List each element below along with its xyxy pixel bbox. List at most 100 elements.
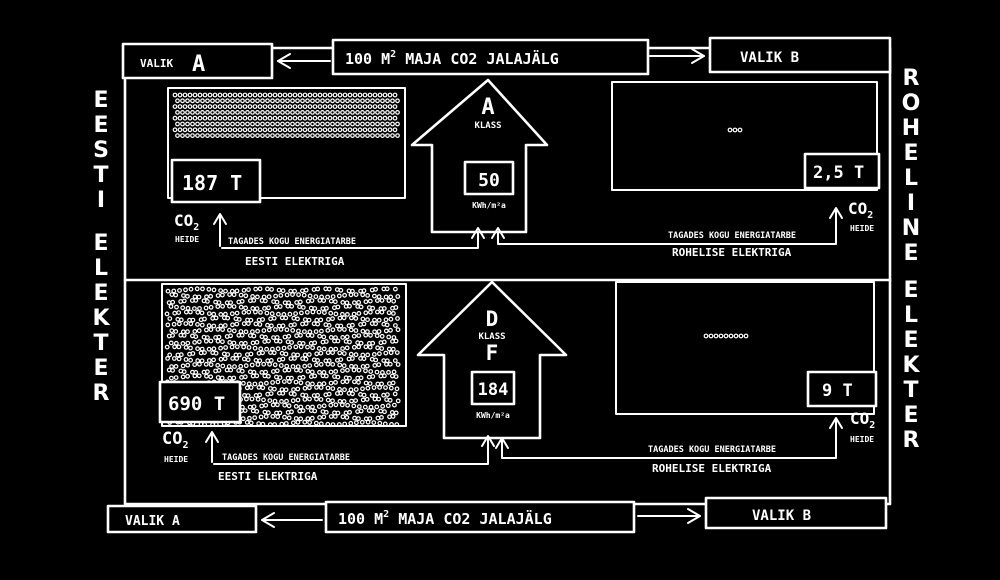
co2-dot: [205, 133, 210, 139]
co2-dot: [350, 133, 355, 139]
co2-dot: [334, 287, 340, 293]
co2-dot: [294, 300, 300, 305]
co2-dot: [316, 346, 322, 351]
co2-dot: [384, 397, 390, 403]
side-label-letter: T: [93, 331, 109, 356]
co2-dot: [381, 392, 387, 398]
co2-dot: [373, 286, 379, 292]
co2-dot: [352, 115, 358, 121]
co2-dot: [370, 340, 376, 346]
co2-dot: [248, 385, 254, 390]
co2-dot: [265, 133, 270, 139]
co2-dot: [290, 133, 295, 139]
upper-right-co2: CO2: [848, 199, 873, 221]
co2-dot: [293, 311, 299, 317]
co2-dot: [277, 92, 283, 98]
co2-dot: [365, 121, 370, 127]
co2-dot: [300, 133, 305, 139]
co2-dot: [275, 98, 280, 104]
co2-dot: [266, 373, 271, 379]
co2-dot: [388, 350, 394, 356]
co2-dot: [220, 327, 226, 333]
co2-dot: [380, 121, 385, 127]
co2-dot: [285, 303, 291, 309]
co2-dot: [386, 298, 392, 304]
co2-dot: [257, 392, 263, 398]
upper-left-connector-head: [471, 227, 485, 239]
co2-dot: [247, 104, 253, 109]
co2-dot: [293, 379, 299, 385]
co2-dot: [305, 298, 311, 304]
co2-dot: [197, 115, 203, 121]
lower-right-co2-dots: [703, 333, 749, 339]
co2-dot: [390, 121, 395, 127]
side-label-letter: [896, 266, 926, 278]
co2-dot: [323, 373, 329, 379]
co2-dot: [205, 98, 210, 104]
co2-dot: [328, 298, 334, 304]
co2-dot: [247, 127, 253, 133]
co2-dot: [367, 127, 373, 133]
co2-dot: [167, 352, 173, 358]
co2-dot: [168, 340, 174, 346]
co2-dot: [227, 127, 233, 133]
co2-dot: [384, 286, 390, 292]
co2-dot: [282, 367, 288, 373]
co2-dot: [365, 385, 371, 391]
co2-dot: [289, 303, 295, 309]
co2-dot: [266, 305, 272, 311]
co2-dot: [212, 104, 218, 109]
co2-dot: [238, 341, 244, 346]
co2-dot: [197, 127, 203, 133]
co2-dot: [323, 339, 329, 344]
co2-dot: [292, 322, 297, 328]
co2-dot: [177, 127, 183, 133]
co2-dot: [364, 396, 370, 402]
co2-dot: [738, 333, 744, 339]
co2-dot: [232, 104, 238, 109]
co2-dot: [318, 350, 324, 356]
co2-dot: [212, 115, 218, 121]
co2-dot: [280, 390, 286, 396]
co2-dot: [234, 356, 240, 361]
co2-dot: [348, 420, 354, 426]
co2-dot: [168, 304, 174, 309]
co2-dot: [733, 333, 739, 339]
co2-dot: [286, 333, 292, 339]
co2-dot: [271, 369, 276, 374]
co2-dot: [281, 379, 287, 385]
co2-dot: [242, 92, 248, 98]
co2-dot: [284, 398, 289, 404]
co2-dot: [249, 329, 255, 335]
co2-dot: [280, 356, 286, 362]
co2-dot: [230, 133, 235, 139]
footer-title: 100 M2 MAJA CO2 JALAJÄLG: [338, 509, 552, 528]
side-label-letter: E: [93, 231, 109, 256]
co2-dot: [273, 327, 278, 332]
co2-dot: [330, 316, 335, 322]
co2-dot: [267, 92, 273, 98]
co2-dot: [283, 315, 289, 321]
co2-dot: [180, 305, 186, 311]
co2-dot: [322, 310, 327, 316]
co2-dot: [326, 323, 332, 328]
side-label-letter: E: [903, 141, 919, 166]
co2-dot: [252, 309, 258, 315]
co2-dot: [245, 109, 250, 115]
co2-dot: [234, 344, 240, 350]
co2-dot: [340, 311, 345, 317]
co2-dot: [327, 127, 333, 133]
co2-dot: [250, 109, 255, 115]
co2-dot: [352, 415, 358, 421]
co2-dot: [193, 334, 199, 340]
co2-dot: [298, 332, 303, 338]
co2-dot: [337, 386, 342, 392]
co2-dot: [298, 380, 304, 386]
co2-dot: [347, 303, 352, 309]
co2-dot: [250, 98, 255, 104]
co2-dot: [313, 294, 319, 300]
co2-dot: [222, 323, 228, 328]
co2-dot: [350, 98, 355, 104]
co2-dot: [349, 398, 355, 404]
co2-dot: [385, 392, 390, 398]
